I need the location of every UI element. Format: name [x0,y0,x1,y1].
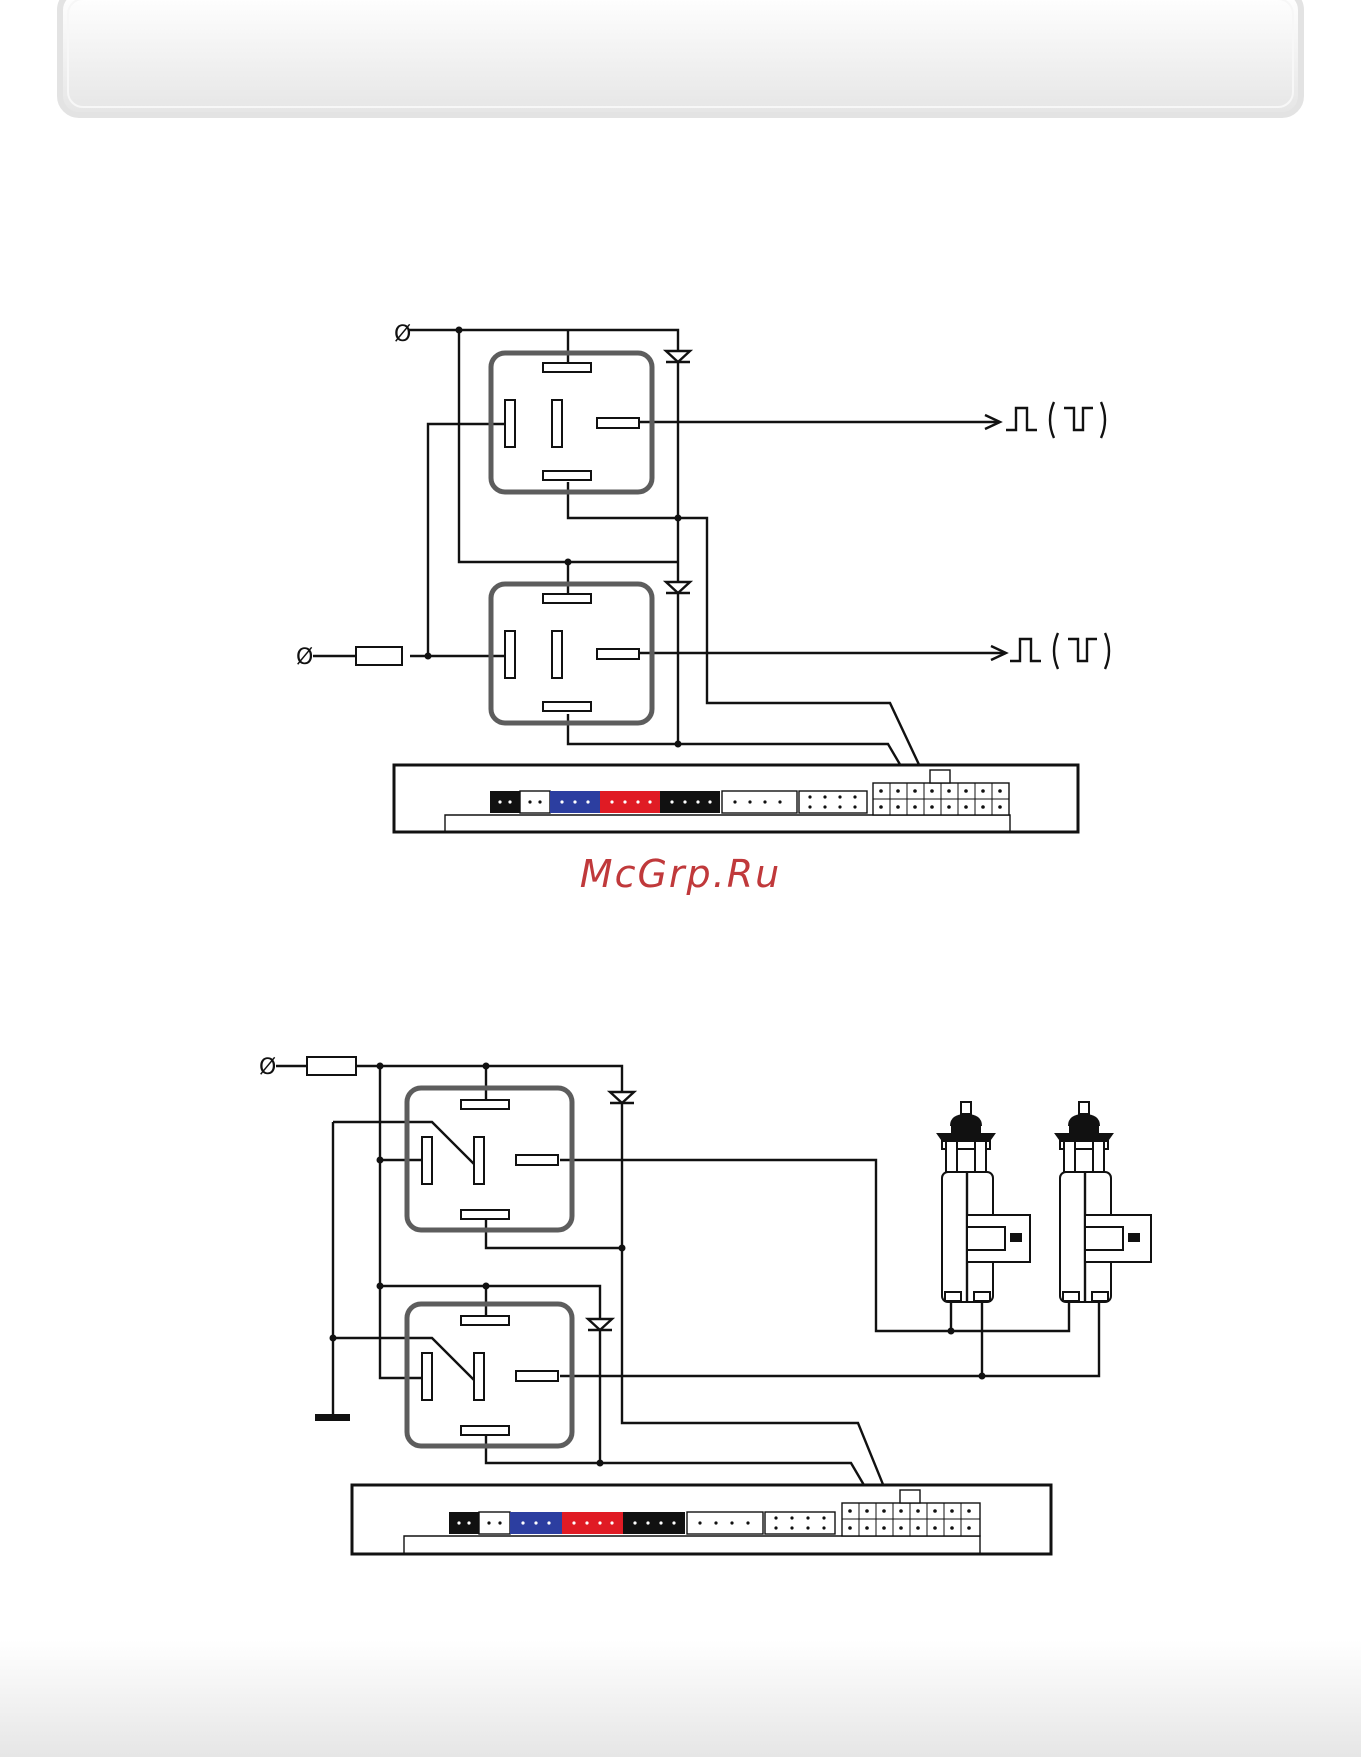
door-lock-actuator-icon-1 [938,1102,1030,1302]
relay-icon-top-1 [491,353,652,492]
pulse-symbol-top-1 [1006,402,1105,438]
diagram-bottom: Ø [259,1055,1151,1554]
diode-icon-bottom-1 [610,1092,634,1103]
wire-top-relay1-com [428,424,507,656]
ground-symbol-bottom: Ø [259,1055,276,1080]
door-lock-actuator-icon-2 [1056,1102,1151,1302]
wire-bottom-relay1-bottom [486,1218,893,1509]
relay-icon-bottom-2 [407,1304,572,1446]
ground-symbol-top-1: Ø [394,322,411,347]
relay-icon-bottom-1 [407,1088,572,1230]
diode-icon-top-2 [666,582,690,593]
control-unit-icon-top [394,765,1078,832]
wire-bottom-relay2-top [380,1286,600,1463]
diagram-top: Ø Ø [296,322,1109,832]
relay-icon-top-2 [491,584,652,723]
pulse-symbol-top-2 [1010,633,1109,669]
junction-dots-top [425,327,682,748]
watermark: McGrp.Ru [0,852,1361,896]
fuse-icon-bottom [307,1057,356,1075]
fuse-icon-top [356,647,402,665]
ground-symbol-top-2: Ø [296,645,313,670]
ground-icon-bottom [315,1414,350,1421]
wire-top-relay1-bottom [568,482,930,788]
diode-icon-bottom-2 [588,1319,612,1330]
wire-bottom-bus-vertical [380,1066,428,1378]
diode-icon-top-1 [666,351,690,362]
control-unit-icon-bottom [352,1485,1051,1554]
wire-bottom-output-2 [560,1302,1099,1376]
wire-top-ground-bus [408,330,678,742]
